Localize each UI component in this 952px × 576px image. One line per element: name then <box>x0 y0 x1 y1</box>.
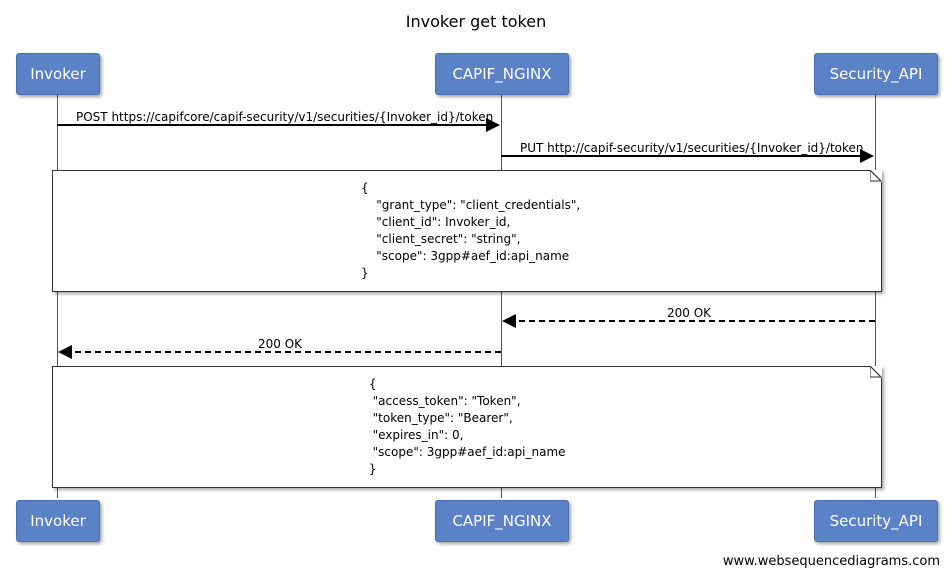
participant-invoker-bottom: Invoker <box>16 500 100 542</box>
note-fold-icon <box>870 366 882 378</box>
participant-security-bottom: Security_API <box>814 500 938 542</box>
lifeline-security <box>875 94 876 498</box>
arrowhead-ok-security <box>502 314 516 328</box>
participant-security-top: Security_API <box>814 53 938 95</box>
note-request-text: { "grant_type": "client_credentials", "c… <box>361 181 581 280</box>
note-response-body: { "access_token": "Token", "token_type":… <box>52 366 882 488</box>
message-ok-security-label: 200 OK <box>667 306 712 320</box>
arrowhead-post <box>486 118 500 132</box>
note-response-text: { "access_token": "Token", "token_type":… <box>368 377 566 476</box>
note-request-body: { "grant_type": "client_credentials", "c… <box>52 170 882 292</box>
message-ok-nginx-label: 200 OK <box>258 337 303 351</box>
diagram-title: Invoker get token <box>405 12 547 31</box>
note-fold-icon <box>870 170 882 182</box>
message-put-label: PUT http://capif-security/v1/securities/… <box>520 141 864 155</box>
lifeline-invoker <box>57 94 58 498</box>
message-post-label: POST https://capifcore/capif-security/v1… <box>76 110 494 124</box>
participant-invoker-top: Invoker <box>16 53 100 95</box>
arrowhead-put <box>860 149 874 163</box>
participant-nginx-top: CAPIF_NGINX <box>435 53 569 95</box>
footer-credit: www.websequencediagrams.com <box>722 554 940 569</box>
participant-nginx-bottom: CAPIF_NGINX <box>435 500 569 542</box>
lifeline-nginx <box>501 94 502 498</box>
arrowhead-ok-nginx <box>58 345 72 359</box>
